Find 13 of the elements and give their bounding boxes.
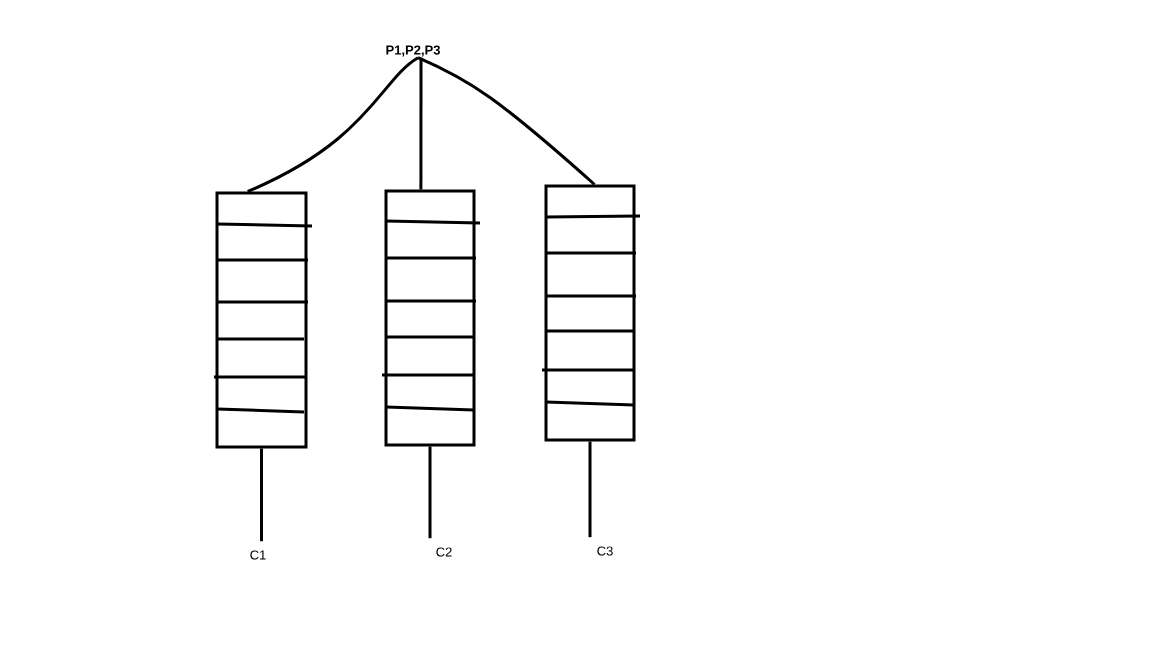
queue-box (382, 189, 481, 447)
node-label: C3 (597, 546, 613, 556)
queue-box (214, 191, 313, 449)
node-label: C1 (250, 550, 266, 560)
connector-line (260, 448, 263, 542)
connector-line (419, 57, 423, 190)
node-label: P1,P2,P3 (386, 45, 440, 57)
connector-line (428, 446, 432, 539)
node-label: C2 (436, 547, 452, 557)
connector-line (417, 56, 596, 186)
connector-line (588, 441, 592, 538)
queue-box (542, 184, 640, 442)
connector-line (247, 56, 419, 193)
